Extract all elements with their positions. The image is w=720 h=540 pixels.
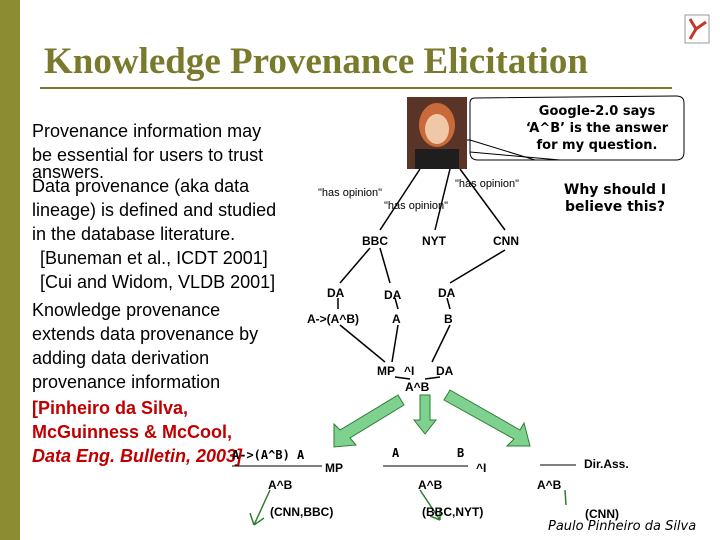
person-photo — [407, 97, 467, 169]
body-line: Provenance information may — [32, 121, 262, 141]
body-line: provenance information — [32, 372, 221, 392]
body-line: adding data derivation — [32, 348, 210, 368]
sidebar-band — [0, 0, 20, 540]
citation-line: [Pinheiro da Silva, — [32, 398, 189, 418]
body-line: be essential for users to trust — [32, 145, 264, 165]
body-line: lineage) is defined and studied — [32, 200, 277, 220]
proof1-rule: MP — [325, 461, 343, 475]
da-node: DA — [384, 288, 402, 302]
slide-title: Knowledge Provenance Elicitation — [44, 41, 588, 82]
callout-line: believe this? — [564, 199, 666, 215]
proof2-rule: ^I — [476, 461, 487, 475]
body-line: answers. — [32, 162, 105, 182]
source-node: CNN — [493, 234, 519, 248]
proof1-sources: (CNN,BBC) — [270, 505, 334, 519]
google-callout: Google-2.0 says ‘A^B’ is the answer for … — [510, 103, 684, 154]
proof1-premises: A->(A^B) A — [232, 448, 305, 462]
body-line: Knowledge provenance — [32, 300, 221, 320]
rule-node: MP — [377, 364, 395, 378]
why-callout: Why should I believe this? — [540, 182, 690, 216]
citation-line: McGuinness & McCool, — [32, 422, 233, 442]
fact-node: B — [444, 312, 453, 326]
title-underline — [40, 87, 672, 89]
rule-node: DA — [436, 364, 454, 378]
opinion-label: "has opinion" — [318, 187, 383, 199]
proof2-result: A^B — [418, 478, 443, 492]
da-node: DA — [438, 286, 456, 300]
body-line: Data provenance (aka data — [32, 176, 250, 196]
proof3-result: A^B — [537, 478, 562, 492]
body-line: extends data provenance by — [32, 324, 259, 344]
source-node: BBC — [362, 234, 388, 248]
callout-line: Why should I — [563, 182, 667, 198]
proof2-sources: (BBC,NYT) — [422, 505, 484, 519]
fact-node: A->(A^B) — [307, 312, 360, 326]
opinion-label: "has opinion" — [384, 200, 449, 212]
conclusion-node: A^B — [405, 380, 430, 394]
body-line: in the database literature. — [32, 224, 236, 244]
proof2-premises: A B — [392, 446, 465, 460]
citation-line: Data Eng. Bulletin, 2003] — [32, 446, 243, 466]
proof3-rule: Dir.Ass. — [584, 457, 629, 471]
callout-line: Google-2.0 says — [538, 104, 656, 119]
body-line: [Cui and Widom, VLDB 2001] — [40, 272, 276, 292]
opinion-label: "has opinion" — [455, 178, 520, 190]
fact-node: A — [392, 312, 401, 326]
rule-node: ^I — [404, 364, 415, 378]
source-node: NYT — [422, 234, 446, 248]
callout-line: for my question. — [536, 138, 658, 153]
da-node: DA — [327, 286, 345, 300]
callout-line: ‘A^B’ is the answer — [525, 121, 669, 136]
body-line: [Buneman et al., ICDT 2001] — [40, 248, 268, 268]
footer-author: Paulo Pinheiro da Silva — [548, 519, 697, 534]
logo-icon — [684, 14, 710, 44]
proof3-sources: (CNN) — [585, 507, 619, 521]
proof1-result: A^B — [268, 478, 293, 492]
